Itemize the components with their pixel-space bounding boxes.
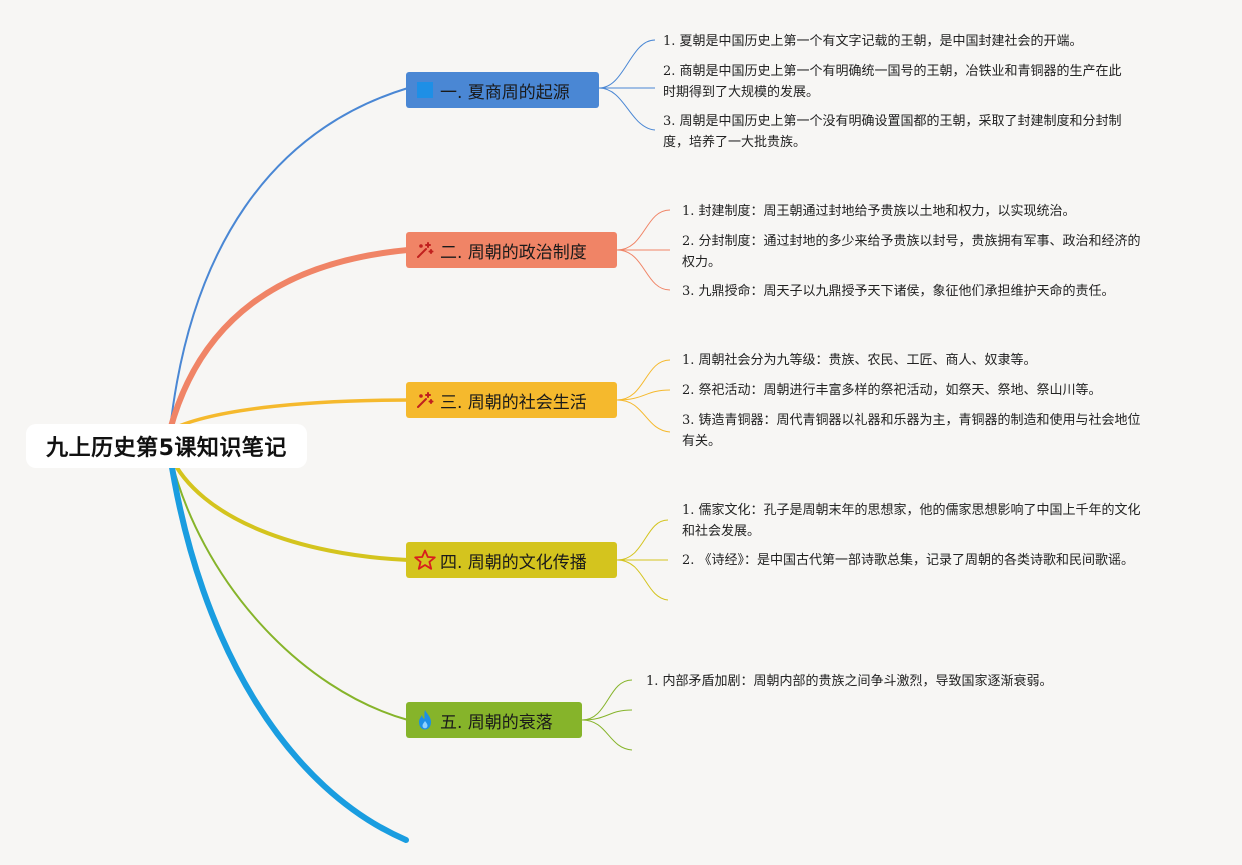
note-item[interactable]: 3. 铸造青铜器：周代青铜器以礼器和乐器为主，青铜器的制造和使用与社会地位 有关… — [682, 413, 1141, 449]
branch-line-3 — [169, 398, 409, 432]
branch-line-extra — [167, 452, 409, 843]
sparkle-icon — [414, 389, 436, 411]
note-item[interactable]: 1. 封建制度：周王朝通过封地给予贵族以土地和权力，以实现统治。 — [682, 204, 1076, 219]
topic-culture[interactable]: 四. 周朝的文化传播 — [406, 542, 617, 578]
note-item[interactable]: 1. 夏朝是中国历史上第一个有文字记载的王朝，是中国封建社会的开端。 — [663, 34, 1083, 49]
topic-label: 五. 周朝的衰落 — [440, 712, 553, 733]
note-item[interactable]: 3. 九鼎授命：周天子以九鼎授予天下诸侯，象征他们承担维护天命的责任。 — [682, 284, 1115, 299]
note-item[interactable]: 2. 商朝是中国历史上第一个有明确统一国号的王朝，冶铁业和青铜器的生产在此 时期… — [663, 64, 1122, 100]
flame-icon — [414, 709, 436, 731]
note-item[interactable]: 2. 《诗经》：是中国古代第一部诗歌总集，记录了周朝的各类诗歌和民间歌谣。 — [682, 553, 1135, 568]
topic-label: 三. 周朝的社会生活 — [440, 392, 587, 413]
note-item[interactable]: 3. 周朝是中国历史上第一个没有明确设置国都的王朝，采取了封建制度和分封制 度，… — [663, 114, 1122, 150]
topic-label: 二. 周朝的政治制度 — [440, 242, 587, 263]
note-item[interactable]: 1. 周朝社会分为九等级：贵族、农民、工匠、商人、奴隶等。 — [682, 353, 1037, 368]
branch-line-1 — [169, 87, 409, 431]
topic-origins[interactable]: 一. 夏商周的起源 — [406, 72, 599, 108]
star-icon — [414, 549, 436, 571]
topic-decline[interactable]: 五. 周朝的衰落 — [406, 702, 582, 738]
root-topic[interactable]: 九上历史第5课知识笔记 — [26, 424, 307, 468]
blue-square-icon — [414, 79, 436, 101]
note-item[interactable]: 2. 祭祀活动：周朝进行丰富多样的祭祀活动，如祭天、祭地、祭山川等。 — [682, 383, 1102, 398]
note-item[interactable]: 1. 儒家文化：孔子是周朝末年的思想家，他的儒家思想影响了中国上千年的文化 和社… — [682, 503, 1141, 539]
topic-society[interactable]: 三. 周朝的社会生活 — [406, 382, 617, 418]
topic-label: 四. 周朝的文化传播 — [440, 552, 587, 573]
note-item[interactable]: 2. 分封制度：通过封地的多少来给予贵族以封号，贵族拥有军事、政治和经济的 权力… — [682, 234, 1141, 270]
topic-label: 一. 夏商周的起源 — [440, 82, 570, 103]
sparkle-icon — [414, 239, 436, 261]
branch-line-4 — [168, 454, 409, 562]
topic-politics[interactable]: 二. 周朝的政治制度 — [406, 232, 617, 268]
branch-line-2 — [167, 247, 411, 433]
branch-line-5 — [169, 454, 409, 721]
note-item[interactable]: 1. 内部矛盾加剧：周朝内部的贵族之间争斗激烈，导致国家逐渐衰弱。 — [646, 674, 1053, 689]
root-title: 九上历史第5课知识笔记 — [46, 436, 287, 461]
